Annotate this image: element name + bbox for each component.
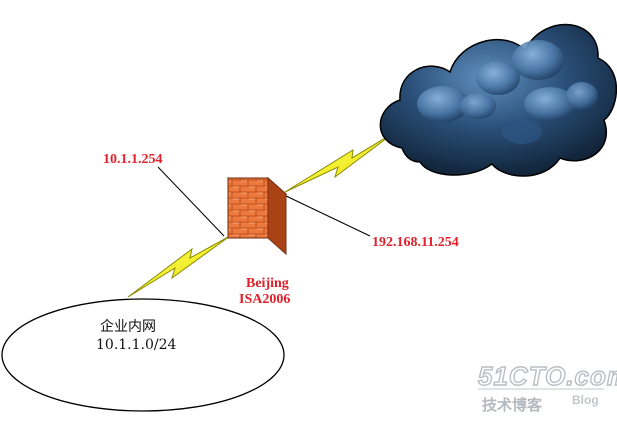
firewall-name-label: Beijing [246,276,289,291]
external-ip-label: 192.168.11.254 [372,235,459,250]
internal-ip-leader-line [157,166,225,237]
firewall-icon [226,176,288,256]
lightning-bolt-icon [284,131,396,193]
internal-ip-label: 10.1.1.254 [103,152,163,167]
lightning-bolt-icon [127,235,231,298]
watermark-site: 51CTO.com [478,361,617,391]
network-name-label: 企业内网 [100,318,156,335]
firewall-model-label: ISA2006 [239,292,290,307]
external-ip-leader-line [283,194,371,237]
cloud-icon [379,23,617,177]
watermark-blog-tag: Blog [572,393,599,407]
watermark-subtitle: 技术博客 [482,396,543,414]
internal-network-ellipse [1,298,285,412]
network-subnet-label: 10.1.1.0/24 [96,337,177,353]
watermark: 51CTO.com 技术博客 Blog [477,360,617,414]
